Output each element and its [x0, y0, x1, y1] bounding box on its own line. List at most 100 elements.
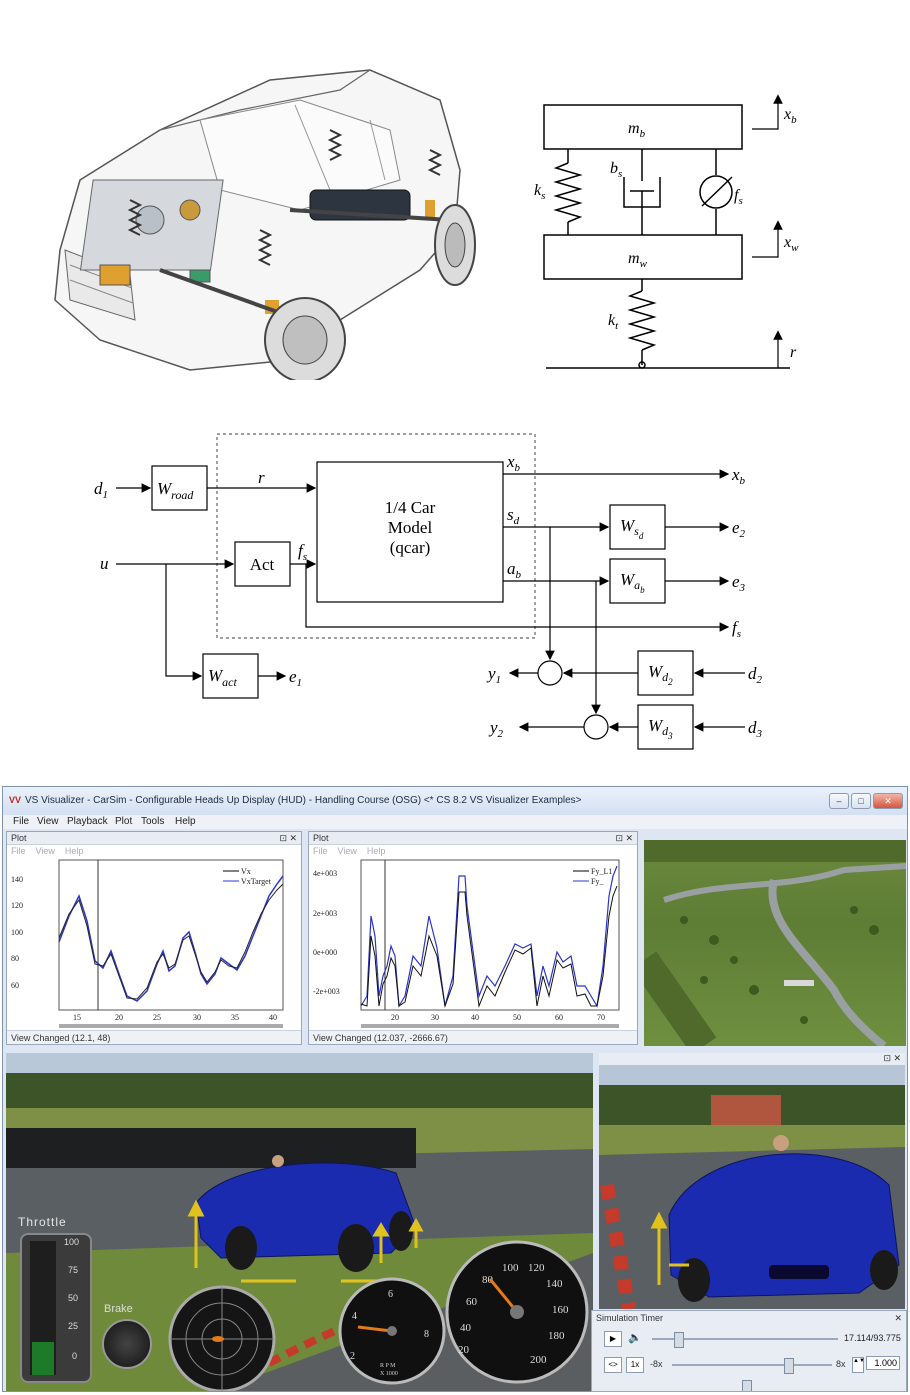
plot1-menu-view[interactable]: View: [35, 846, 55, 856]
play-button[interactable]: ▶: [604, 1331, 622, 1347]
e1-label: e1: [289, 667, 302, 689]
rpm-gauge: 2 4 6 8 R P M X 1000: [338, 1277, 446, 1385]
plot2-status: View Changed (12.037, -2666.67): [309, 1030, 637, 1044]
one-x-button[interactable]: 1x: [626, 1357, 644, 1373]
radar-gauge: [168, 1285, 276, 1391]
speaker-icon[interactable]: 🔈: [628, 1332, 642, 1344]
plot2-menu-view[interactable]: View: [337, 846, 357, 856]
close-icon[interactable]: ✕: [289, 833, 297, 843]
throttle-tick: 50: [68, 1293, 79, 1303]
plot2-ytick: 0e+000: [313, 948, 337, 957]
blue-car-front: [668, 1135, 900, 1302]
kt-label: kt: [608, 312, 619, 332]
minimize-button[interactable]: –: [829, 793, 849, 809]
chase-camera-view[interactable]: Throttle 100 75 50 25 0 Brake 2: [6, 1053, 593, 1391]
xb-right-label: xb: [731, 465, 746, 487]
menu-view[interactable]: View: [37, 816, 59, 827]
window-titlebar[interactable]: VV VS Visualizer - CarSim - Configurable…: [3, 787, 907, 815]
e2-label: e2: [732, 518, 746, 540]
spring-kt: [627, 279, 657, 369]
speed-value-input[interactable]: [866, 1356, 900, 1370]
playback-speed-slider[interactable]: [672, 1358, 832, 1374]
dock-icon[interactable]: ⊡: [883, 1053, 891, 1063]
plot2-titlebar: Plot⊡✕: [309, 832, 637, 845]
model-line1: 1/4 Car: [385, 498, 436, 517]
dock-icon[interactable]: ⊡: [279, 833, 287, 843]
plot1-menu-file[interactable]: File: [11, 846, 26, 856]
maximize-button[interactable]: □: [851, 793, 871, 809]
menu-plot[interactable]: Plot: [115, 816, 133, 827]
plot1-xtick: 20: [115, 1013, 123, 1022]
bs-label: bs: [610, 160, 622, 180]
plot2-ytick: 2e+003: [313, 909, 337, 918]
mw-label: mw: [628, 250, 648, 270]
fs-label: fs: [734, 187, 743, 207]
plot2-canvas[interactable]: 4e+003 2e+003 0e+000 -2e+003 20 30 40 50…: [309, 856, 637, 1032]
throttle-gauge: 100 75 50 25 0: [20, 1233, 92, 1383]
front-camera-view[interactable]: ⊡✕: [599, 1053, 905, 1309]
plot2-xtick: 70: [597, 1013, 605, 1022]
rpm-units: R P M: [380, 1363, 396, 1369]
close-icon[interactable]: ✕: [893, 1053, 901, 1063]
speed-tick: 40: [460, 1322, 472, 1334]
fs-input: fs: [298, 541, 307, 563]
actuator-fs: [699, 149, 733, 235]
rpm-units-scale: X 1000: [380, 1371, 398, 1377]
sd-output: sd: [507, 505, 520, 527]
fs-right-label: fs: [732, 618, 741, 640]
plot2-menu-file[interactable]: File: [313, 846, 328, 856]
track-overview-view[interactable]: [644, 840, 906, 1046]
throttle-track: [30, 1241, 56, 1375]
mb-label: mb: [628, 120, 646, 140]
close-icon[interactable]: ✕: [625, 833, 633, 843]
plot1-canvas[interactable]: 140 120 100 80 60 15 20 25 30 35 40 Vx V…: [7, 856, 301, 1032]
brake-label: Brake: [104, 1303, 133, 1315]
plot2-xtick: 30: [431, 1013, 439, 1022]
plot2-menu-help[interactable]: Help: [366, 846, 386, 856]
car-cutaway-illustration: [40, 60, 480, 383]
control-block-diagram: d1 u Wroad r fs xb sd ab xb Wsd Wab e2 e…: [80, 425, 800, 755]
throttle-tick: 75: [68, 1265, 79, 1275]
ab-output: ab: [507, 559, 522, 581]
vs-visualizer-window: VV VS Visualizer - CarSim - Configurable…: [2, 786, 908, 1392]
loop-button[interactable]: <>: [604, 1357, 622, 1373]
speed-tick: 20: [458, 1344, 470, 1356]
model-line3: (qcar): [390, 538, 431, 557]
speed-spinner[interactable]: ▲▼: [852, 1357, 865, 1373]
menu-help[interactable]: Help: [175, 816, 196, 827]
plot1-ytick: 140: [11, 875, 23, 884]
front-view-titlebar: ⊡✕: [599, 1053, 905, 1065]
wsd-block: Wsd: [620, 516, 644, 541]
d2-label: d2: [748, 664, 763, 686]
app-logo-icon: VV: [9, 795, 22, 805]
throttle-tick: 100: [64, 1237, 80, 1247]
time-slider-thumb[interactable]: [674, 1332, 684, 1348]
close-icon[interactable]: ✕: [894, 1313, 902, 1323]
sim-timer-titlebar: Simulation Timer✕: [592, 1311, 906, 1325]
xw-label: xw: [783, 234, 799, 254]
rpm-tick: 2: [350, 1351, 355, 1362]
y1-label: y1: [486, 664, 501, 686]
menu-playback[interactable]: Playback: [67, 816, 108, 827]
plot1-xtick: 35: [231, 1013, 239, 1022]
d3-label: d3: [748, 718, 763, 740]
time-slider[interactable]: [652, 1332, 838, 1348]
menu-tools[interactable]: Tools: [141, 816, 165, 827]
plot1-xtick: 25: [153, 1013, 161, 1022]
bottom-slider-thumb[interactable]: [742, 1380, 752, 1391]
menu-file[interactable]: File: [13, 816, 30, 827]
plot2-legend-fy: Fy_: [591, 877, 604, 886]
u-label: u: [100, 554, 109, 573]
plot2-xtick: 50: [513, 1013, 521, 1022]
close-button[interactable]: ✕: [873, 793, 903, 809]
time-readout: 17.114/93.775: [844, 1333, 901, 1343]
speed-slider-thumb[interactable]: [784, 1358, 794, 1374]
plot2-xtick: 60: [555, 1013, 563, 1022]
damper-bs: [623, 149, 661, 235]
d1-label: d1: [94, 479, 108, 501]
dock-icon[interactable]: ⊡: [615, 833, 623, 843]
plot1-menu-help[interactable]: Help: [64, 846, 84, 856]
plot1-ytick: 60: [11, 981, 19, 990]
speed-tick: 180: [548, 1330, 565, 1342]
wab-block: Wab: [620, 570, 645, 595]
